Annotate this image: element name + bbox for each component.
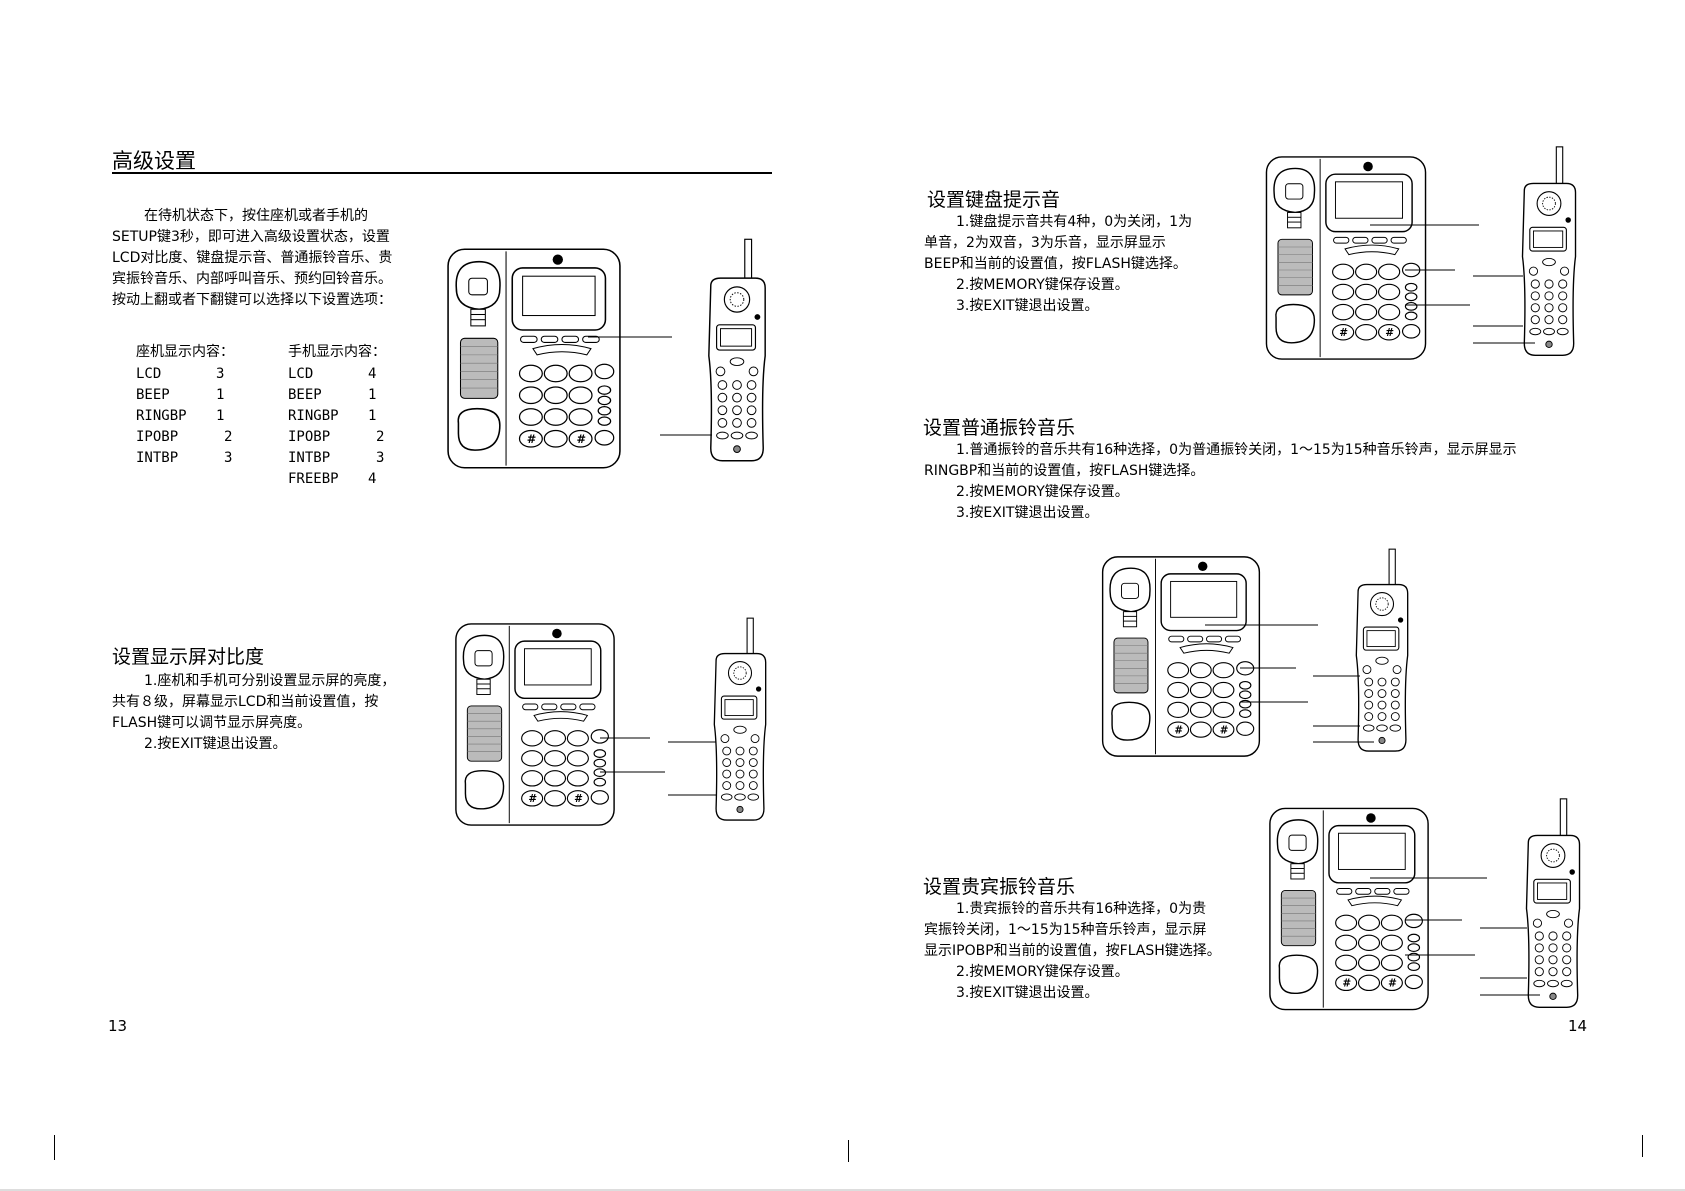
keytone-line: 2.按MEMORY键保存设置。 bbox=[956, 277, 1129, 293]
keytone-line: 单音，2为双音，3为乐音，显示屏显示 bbox=[924, 235, 1166, 251]
vip-ring-title: 设置贵宾振铃音乐 bbox=[923, 876, 1076, 898]
crop-mark bbox=[54, 1135, 55, 1160]
page-number-left: 13 bbox=[108, 1017, 128, 1035]
page-title: 高级设置 bbox=[112, 149, 196, 173]
normal-ring-line: 2.按MEMORY键保存设置。 bbox=[956, 484, 1129, 500]
normal-ring-line: 1.普通振铃的音乐共有16种选择，0为普通振铃关闭，1～15为15种音乐铃声，显… bbox=[956, 442, 1517, 458]
vip-ring-line: 显示IPOBP和当前的设置值，按FLASH键选择。 bbox=[924, 943, 1221, 959]
keytone-line: 3.按EXIT键退出设置。 bbox=[956, 298, 1099, 314]
keytone-title: 设置键盘提示音 bbox=[927, 189, 1061, 211]
page-number-right: 14 bbox=[1568, 1017, 1588, 1035]
intro-line: 在待机状态下，按住座机或者手机的 bbox=[144, 208, 368, 224]
title-rule bbox=[112, 172, 772, 174]
base-display-heading: 座机显示内容： bbox=[136, 344, 234, 360]
contrast-line: 共有８级，屏幕显示LCD和当前设置值，按 bbox=[112, 694, 379, 710]
vip-ring-line: 宾振铃关闭，1～15为15种音乐铃声，显示屏 bbox=[924, 922, 1207, 938]
contrast-text: 1.座机和手机可分别设置显示屏的亮度， 共有８级，屏幕显示LCD和当前设置值，按… bbox=[112, 671, 395, 755]
vip-ring-line: 3.按EXIT键退出设置。 bbox=[956, 985, 1099, 1001]
crop-mark bbox=[1642, 1135, 1643, 1157]
contrast-title: 设置显示屏对比度 bbox=[112, 646, 265, 668]
fold-mark bbox=[848, 1140, 849, 1162]
intro-line: 按动上翻或者下翻键可以选择以下设置选项： bbox=[112, 292, 392, 308]
keytone-text: 1.键盘提示音共有4种，0为关闭，1为 单音，2为双音，3为乐音，显示屏显示 B… bbox=[924, 212, 1192, 317]
intro-line: SETUP键3秒，即可进入高级设置状态，设置 bbox=[112, 229, 390, 245]
vip-ring-text: 1.贵宾振铃的音乐共有16种选择，0为贵 宾振铃关闭，1～15为15种音乐铃声，… bbox=[924, 899, 1221, 1004]
intro-line: LCD对比度、键盘提示音、普通振铃音乐、贵 bbox=[112, 250, 393, 266]
keytone-line: BEEP和当前的设置值，按FLASH键选择。 bbox=[924, 256, 1187, 272]
contrast-line: 1.座机和手机可分别设置显示屏的亮度， bbox=[144, 673, 396, 689]
normal-ring-text: 1.普通振铃的音乐共有16种选择，0为普通振铃关闭，1～15为15种音乐铃声，显… bbox=[924, 440, 1517, 524]
vip-ring-line: 1.贵宾振铃的音乐共有16种选择，0为贵 bbox=[956, 901, 1207, 917]
vip-ring-line: 2.按MEMORY键保存设置。 bbox=[956, 964, 1129, 980]
normal-ring-title: 设置普通振铃音乐 bbox=[923, 417, 1076, 439]
keytone-line: 1.键盘提示音共有4种，0为关闭，1为 bbox=[956, 214, 1193, 230]
handset-display-heading: 手机显示内容： bbox=[288, 344, 386, 360]
intro-line: 宾振铃音乐、内部呼叫音乐、预约回铃音乐。 bbox=[112, 271, 392, 287]
normal-ring-line: 3.按EXIT键退出设置。 bbox=[956, 505, 1099, 521]
normal-ring-line: RINGBP和当前的设置值，按FLASH键选择。 bbox=[924, 463, 1205, 479]
contrast-line: 2.按EXIT键退出设置。 bbox=[144, 736, 287, 752]
bottom-edge bbox=[0, 1189, 1685, 1191]
intro-text: 在待机状态下，按住座机或者手机的 SETUP键3秒，即可进入高级设置状态，设置 … bbox=[112, 206, 392, 311]
contrast-line: FLASH键可以调节显示屏亮度。 bbox=[112, 715, 312, 731]
